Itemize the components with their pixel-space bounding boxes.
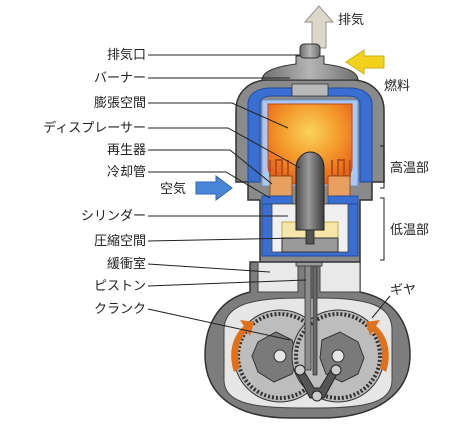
displacer — [295, 151, 325, 245]
label-gear: ギヤ — [390, 283, 416, 298]
label-compression-space: 圧縮空間 — [94, 233, 146, 249]
label-air: 空気 — [160, 181, 186, 197]
label-buffer-chamber: 緩衝室 — [107, 256, 146, 272]
label-fuel: 燃料 — [384, 78, 410, 94]
buffer-chamber — [257, 261, 361, 293]
label-burner: バーナー — [94, 71, 146, 86]
label-exhaust-port: 排気口 — [107, 47, 146, 63]
leader-lines — [147, 54, 391, 341]
exhaust-arrow — [303, 5, 335, 49]
label-cylinder: シリンダー — [81, 209, 146, 224]
label-regenerator: 再生器 — [107, 143, 146, 158]
rotation-arrow-left — [231, 320, 254, 372]
air-arrow — [195, 175, 233, 201]
rotation-arrow-right — [366, 320, 389, 372]
fuel-arrow — [345, 49, 385, 75]
label-crank: クランク — [94, 302, 146, 317]
label-displacer: ディスプレーサー — [43, 120, 146, 136]
label-exhaust: 排気 — [338, 12, 364, 28]
label-cold-section: 低温部 — [390, 223, 429, 238]
label-cooling-pipe: 冷却管 — [107, 165, 146, 180]
label-hot-section: 高温部 — [390, 160, 429, 176]
hot-section-bracket — [380, 145, 385, 189]
cold-section-bracket — [380, 197, 385, 261]
label-piston: ピストン — [94, 279, 146, 294]
label-expansion-space: 膨張空間 — [94, 96, 146, 111]
